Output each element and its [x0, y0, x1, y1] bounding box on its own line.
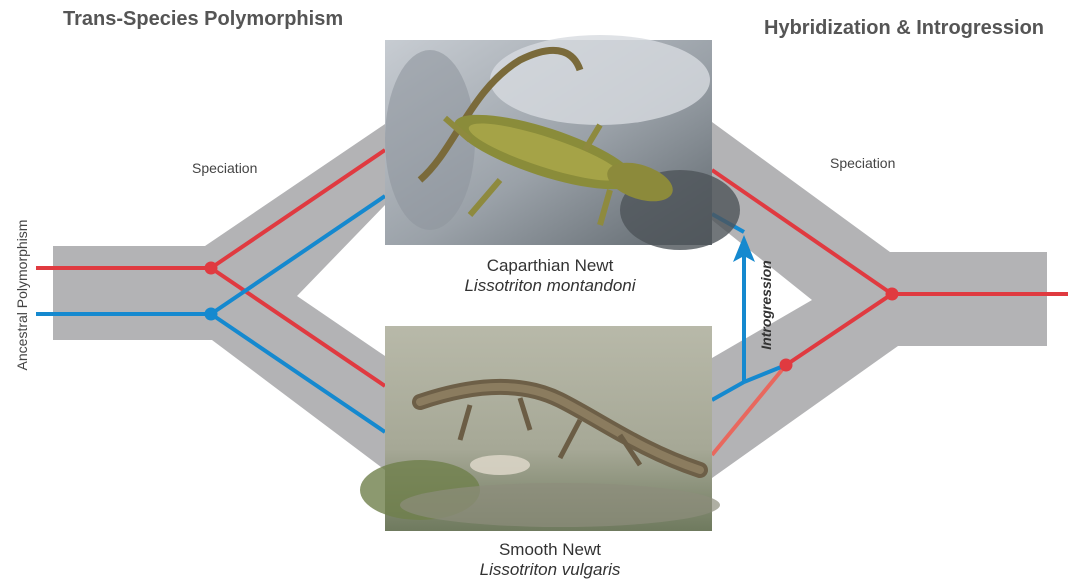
speciation-label-left: Speciation — [192, 160, 257, 176]
right-title: Hybridization & Introgression — [764, 17, 1044, 40]
ancestral-polymorphism-label: Ancestral Polymorphism — [14, 215, 30, 375]
caparthian-newt-photo — [385, 35, 740, 250]
top-species-common-name: Caparthian Newt — [487, 256, 614, 275]
ancestral-red-node — [205, 262, 218, 275]
bottom-species-common-name: Smooth Newt — [499, 540, 601, 559]
merge-red-node — [886, 288, 899, 301]
hybrid-node — [780, 359, 793, 372]
introgression-label: Introgression — [758, 260, 774, 350]
speciation-label-right: Speciation — [830, 155, 895, 171]
bottom-species-latin-name: Lissotriton vulgaris — [430, 560, 670, 580]
top-species-latin-name: Lissotriton montandoni — [430, 276, 670, 296]
ancestral-blue-node — [205, 308, 218, 321]
left-title: Trans-Species Polymorphism — [63, 8, 343, 31]
smooth-newt-photo — [360, 326, 720, 531]
top-species-caption: Caparthian Newt Lissotriton montandoni — [430, 256, 670, 296]
bottom-species-caption: Smooth Newt Lissotriton vulgaris — [430, 540, 670, 580]
